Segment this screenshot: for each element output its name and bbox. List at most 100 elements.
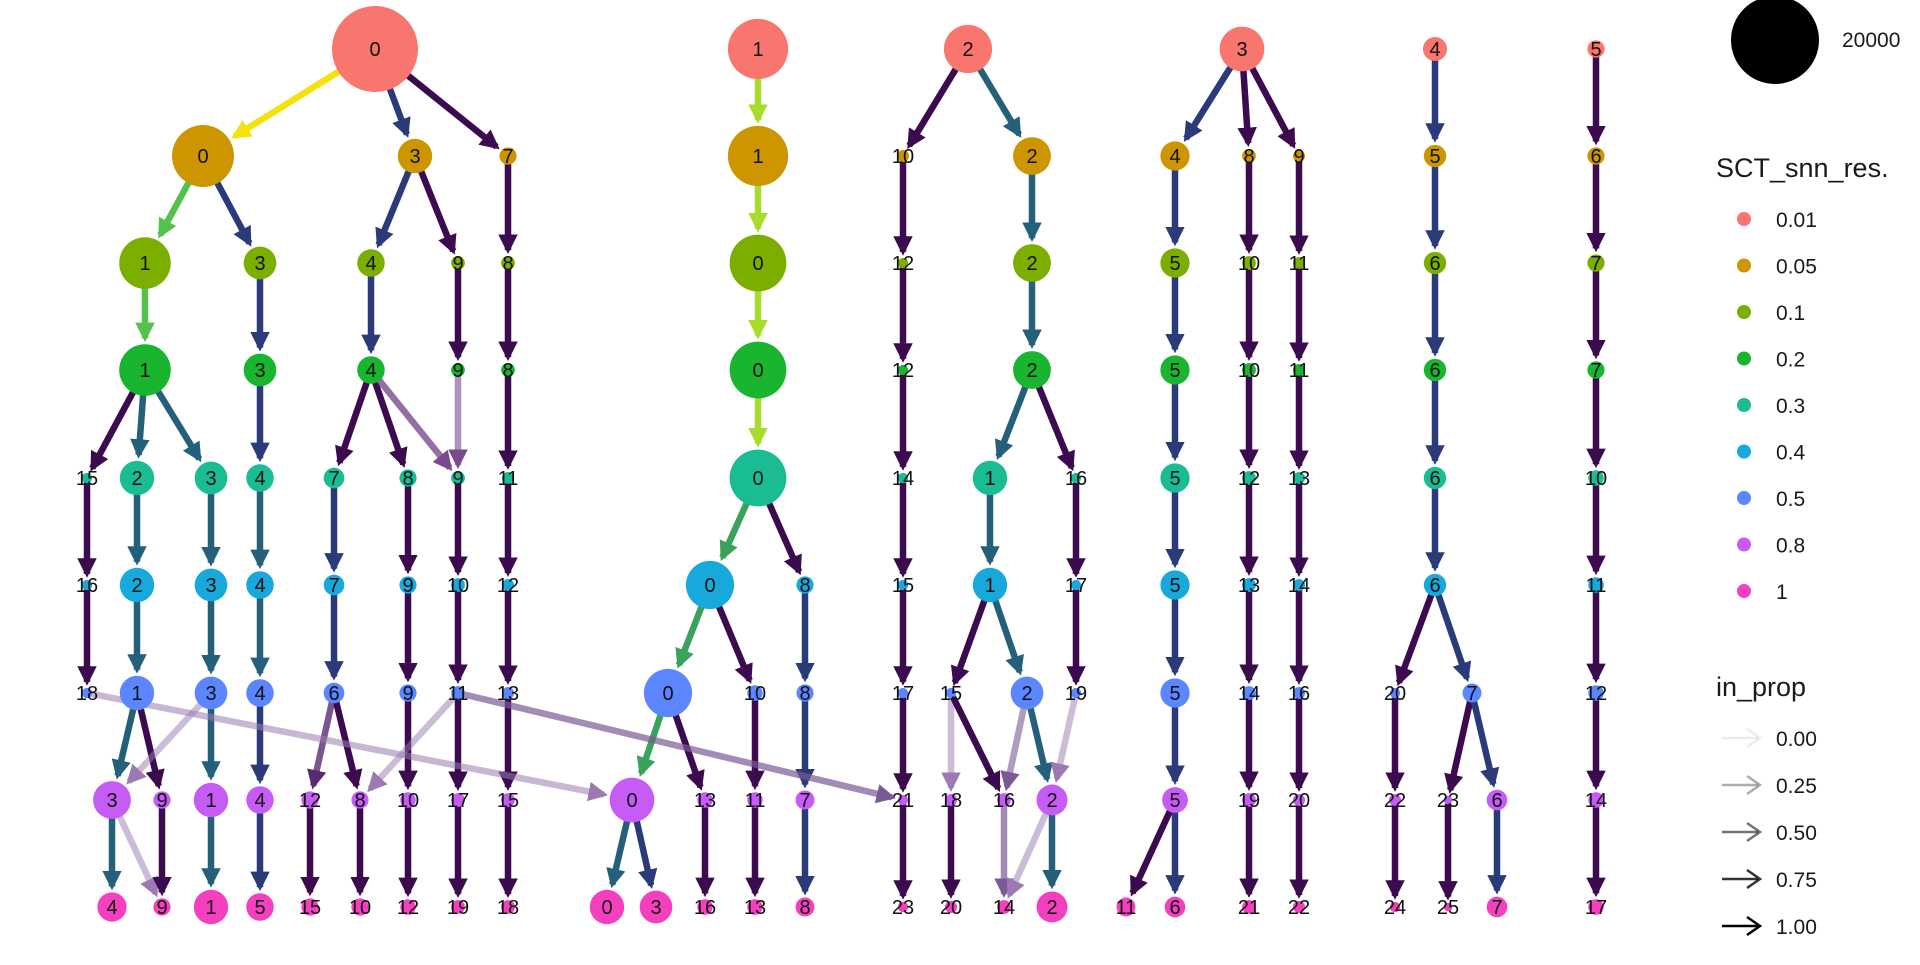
cluster-node-label: 23 [892,897,914,919]
cluster-node-label: 10 [1238,253,1260,275]
cluster-node: 2 [1013,244,1051,282]
cluster-node-circle [1070,472,1082,484]
cluster-node: 12 [1238,468,1260,490]
cluster-node-circle [81,579,93,591]
cluster-node-circle [1388,793,1402,807]
cluster-node: 6 [1423,251,1447,275]
cluster-node: 10 [447,575,469,597]
cluster-node-label: 0 [626,790,637,812]
cluster-node-label: 18 [940,790,962,812]
cluster-node: 15 [76,468,98,490]
cluster-node-label: 9 [452,468,463,490]
cluster-node-circle [897,579,909,591]
cluster-node-circle [997,793,1011,807]
cluster-node-circle [399,684,417,702]
cluster-node-circle [1588,685,1604,701]
cluster-node-circle [451,256,465,270]
cluster-node: 20 [940,897,962,919]
cluster-node: 1 [727,125,789,187]
color-legend-swatch [1737,305,1751,319]
cluster-node-label: 8 [402,468,413,490]
cluster-node: 9 [153,897,171,919]
cluster-node: 5 [1160,570,1190,600]
cluster-node-label: 11 [1289,253,1310,275]
cluster-node: 2 [1013,137,1051,175]
cluster-node-circle [1164,896,1186,918]
cluster-node: 0 [729,341,787,399]
edge-arrow [1248,64,1297,149]
cluster-node: 6 [1164,896,1186,919]
cluster-node-circle [1242,793,1256,807]
edge-arrow [632,817,658,890]
cluster-node: 16 [993,790,1015,812]
alpha-legend-label: 0.25 [1776,775,1817,798]
cluster-node-circle [997,900,1011,914]
edge-arrow [1006,810,1050,899]
cluster-node: 21 [1238,897,1260,919]
cluster-node-label: 12 [299,790,321,812]
cluster-node: 3 [397,138,433,174]
cluster-node: 4 [1422,36,1448,62]
cluster-node: 10 [892,146,914,168]
color-legend: 0.010.050.10.20.30.40.50.81 [1737,209,1817,604]
cluster-node-circle [246,679,274,707]
cluster-node-label: 20 [940,897,962,919]
cluster-node-circle [729,234,787,292]
cluster-node: 5 [1587,39,1605,61]
color-legend-swatch [1737,398,1751,412]
cluster-node: 7 [1486,896,1508,919]
cluster-node: 8 [501,253,515,275]
cluster-node: 17 [1065,575,1087,597]
cluster-node-label: 6 [1429,468,1440,490]
cluster-node-label: 4 [365,360,376,382]
cluster-node-label: 8 [354,790,365,812]
cluster-node: 10 [397,790,419,812]
cluster-node: 1 [193,782,229,818]
edge-arrow [950,597,989,687]
cluster-node-circle [1242,578,1256,592]
cluster-node-label: 15 [299,897,321,919]
cluster-node-circle [81,687,93,699]
cluster-node-label: 6 [1429,575,1440,597]
cluster-node: 7 [1587,253,1605,275]
cluster-node: 0 [643,668,693,718]
cluster-node: 0 [589,889,625,925]
cluster-node: 23 [1437,790,1459,812]
cluster-node: 2 [1036,784,1068,816]
cluster-node-circle [1389,901,1401,913]
cluster-node-label: 12 [892,253,914,275]
cluster-node: 9 [399,683,417,705]
cluster-node-circle [796,576,814,594]
cluster-node-circle [1160,463,1190,493]
cluster-node: 1 [193,889,229,925]
color-legend-label: 0.01 [1776,209,1817,232]
cluster-node-label: 8 [799,897,810,919]
cluster-node: 12 [892,253,914,275]
cluster-node-label: 15 [940,683,962,705]
cluster-node-label: 0 [369,39,380,61]
cluster-node-label: 14 [993,897,1015,919]
cluster-node-circle [501,686,515,700]
cluster-node: 22 [1384,790,1406,812]
cluster-node-label: 9 [402,575,413,597]
cluster-node: 16 [694,897,716,919]
cluster-node-label: 10 [892,146,914,168]
cluster-node-circle [1116,897,1136,917]
cluster-node-label: 5 [254,897,265,919]
cluster-node-circle [1587,40,1605,58]
cluster-node-label: 5 [1429,146,1440,168]
cluster-node-circle [451,578,465,592]
edge-arrow [307,700,336,790]
color-legend-swatch [1737,351,1751,366]
edge-arrow [371,380,408,468]
cluster-node: 9 [399,575,417,597]
color-legend-label: 0.8 [1776,535,1805,558]
cluster-node-circle [246,893,274,921]
edges-layer [77,56,1606,901]
cluster-node-circle [153,791,171,809]
cluster-node: 2 [1036,891,1068,923]
cluster-node-circle [944,900,958,914]
cluster-node-label: 11 [498,468,519,490]
